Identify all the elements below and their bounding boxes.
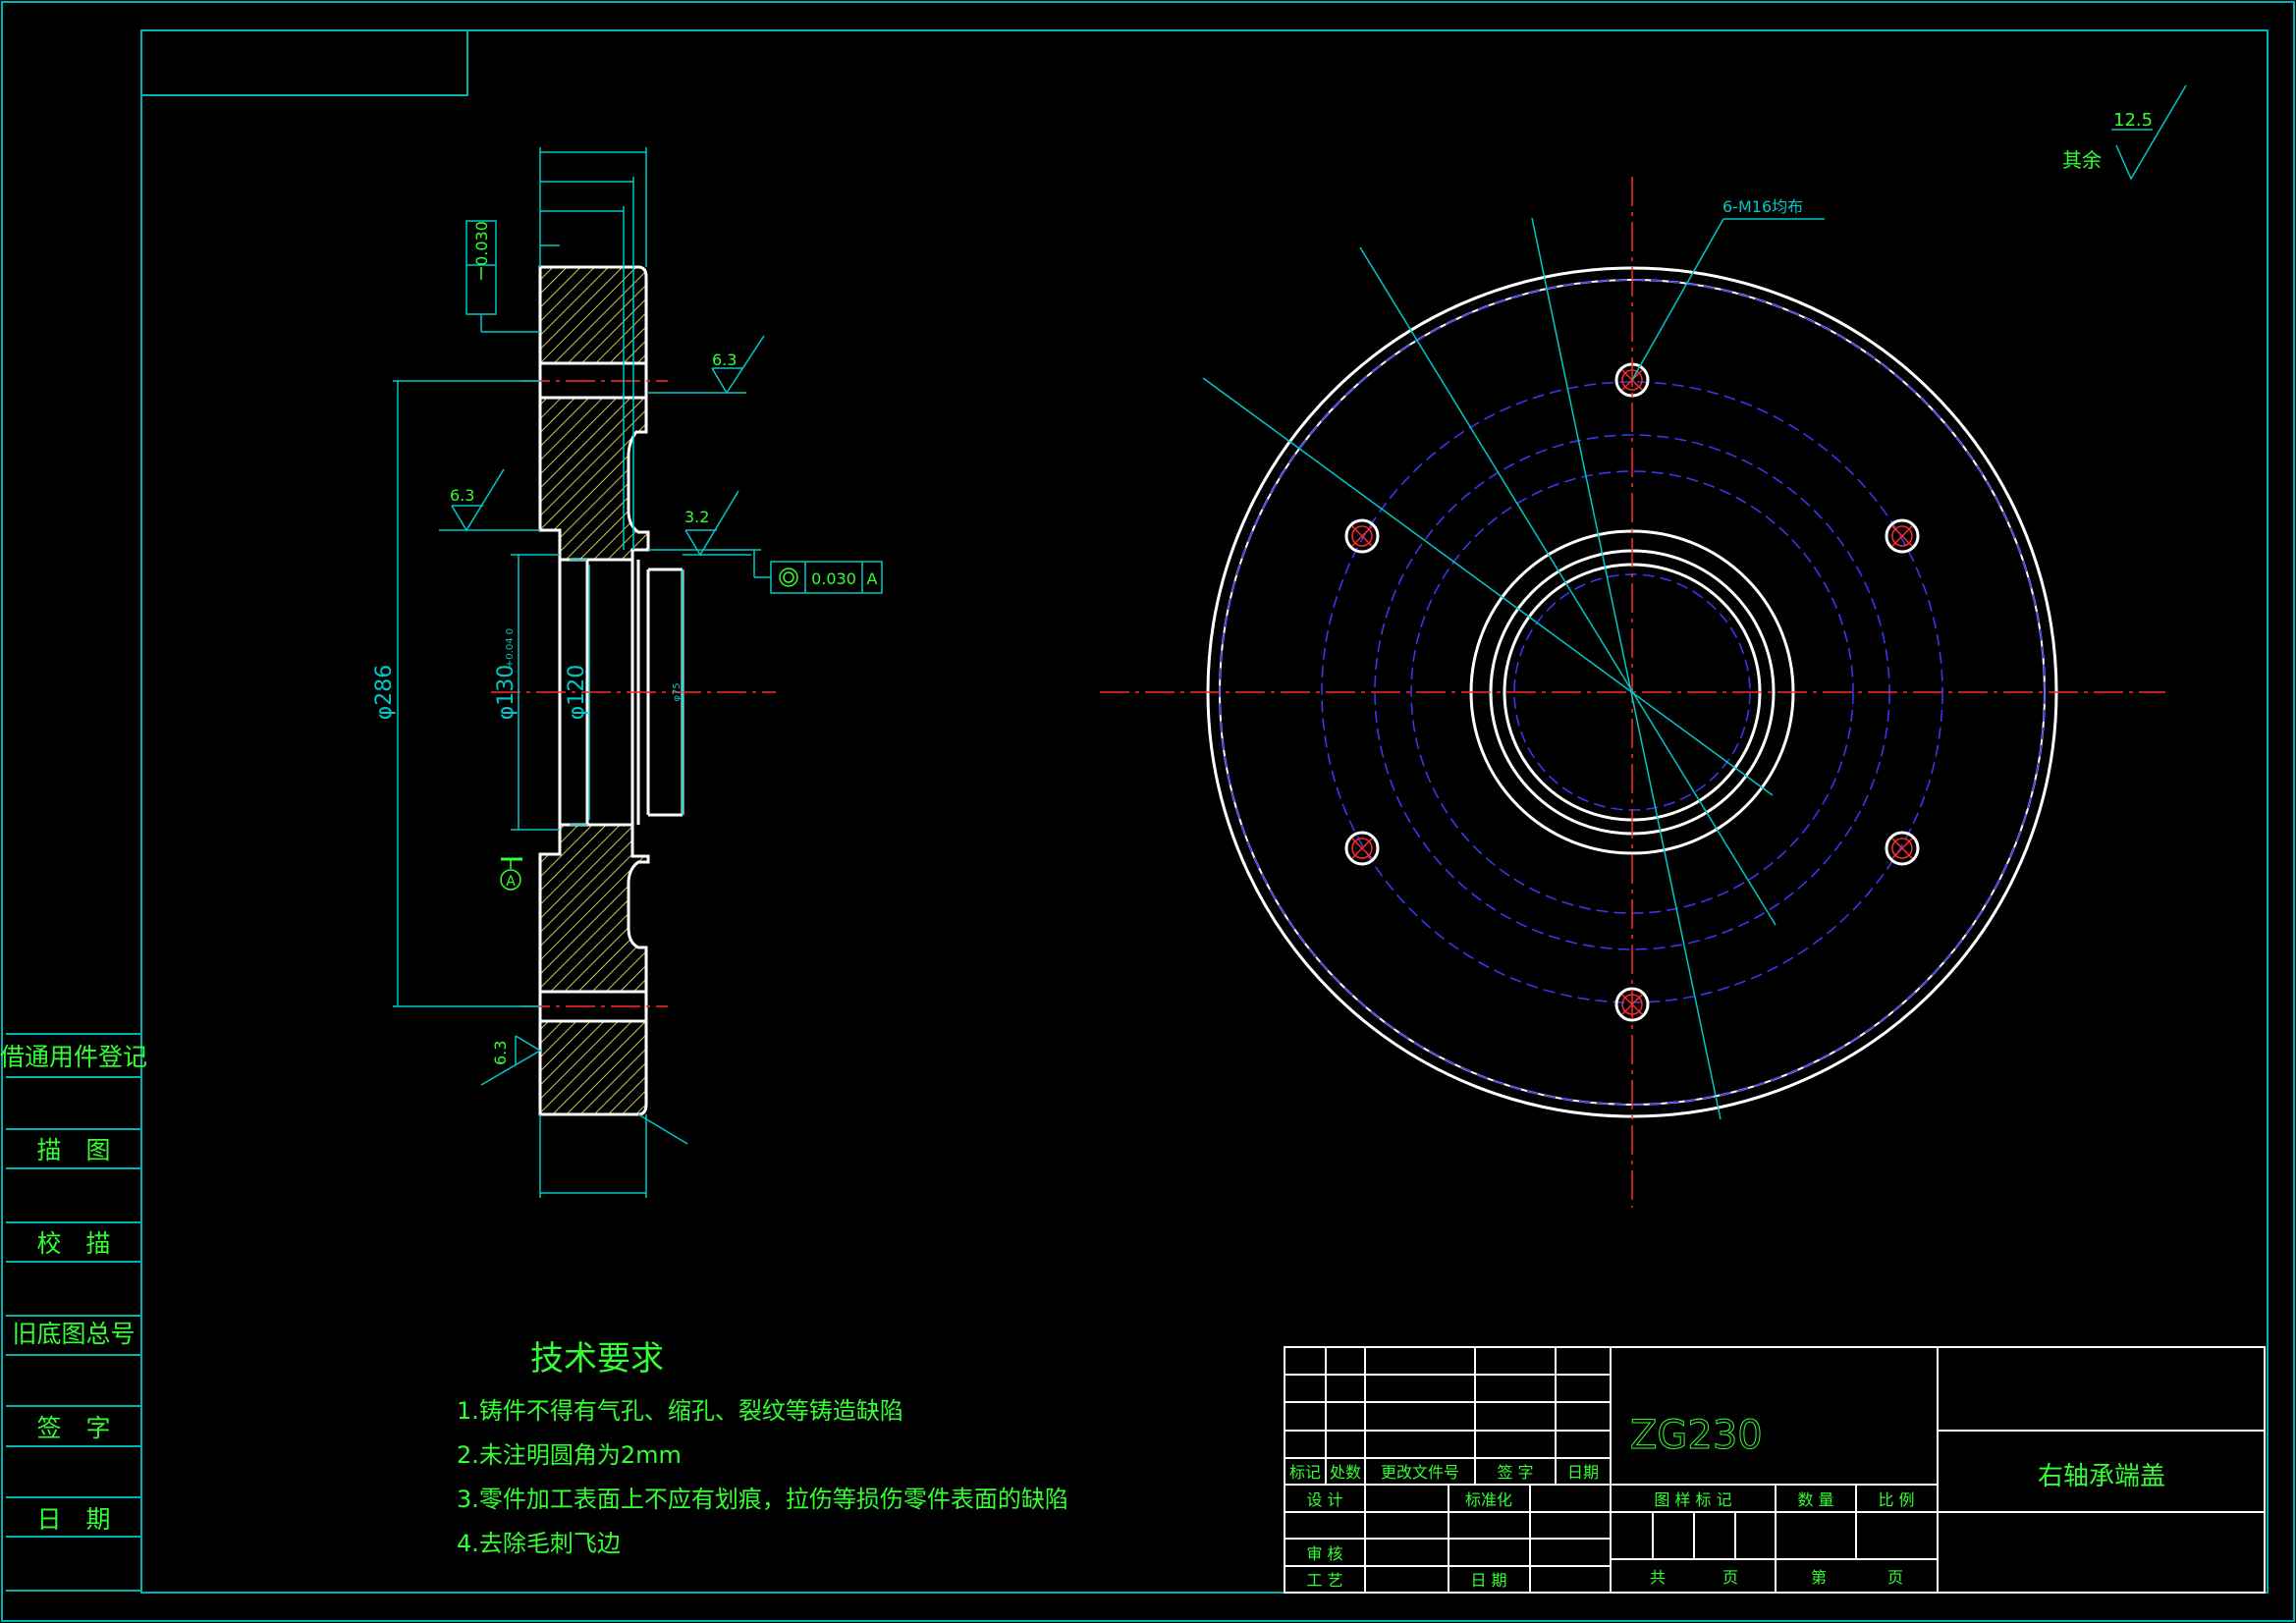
tech-requirements: 技术要求 1.铸件不得有气孔、缩孔、裂纹等铸造缺陷 2.未注明圆角为2mm 3.… bbox=[457, 1339, 1068, 1557]
hole-callout: 6-M16均布 bbox=[1722, 197, 1803, 216]
section-dim-text: φ286 φ130 +0.04 0 φ120 φ75 bbox=[372, 628, 683, 720]
rev-header-sign: 签 字 bbox=[1497, 1463, 1533, 1482]
concentricity-value: 0.030 bbox=[811, 569, 856, 588]
bolt-hole-marks bbox=[1351, 369, 1913, 1015]
roughness-other-value: 12.5 bbox=[2113, 110, 2153, 131]
rev-header-doc: 更改文件号 bbox=[1381, 1463, 1459, 1482]
side-label-borrow: 借通用件登记 bbox=[0, 1043, 147, 1071]
title-block bbox=[1284, 1346, 2266, 1594]
concentricity-frame: 0.030 A bbox=[648, 549, 883, 594]
side-label-check: 校 描 bbox=[36, 1229, 110, 1258]
dim-bore-130: φ130 bbox=[494, 665, 519, 721]
total-label: 共 bbox=[1650, 1568, 1666, 1587]
concentricity-datum: A bbox=[867, 569, 878, 588]
flatness-value: 0.030 bbox=[472, 221, 491, 266]
tech-req-item-3: 3.零件加工表面上不应有划痕，拉伤等损伤零件表面的缺陷 bbox=[457, 1486, 1068, 1513]
sheet-unit-label-2: 页 bbox=[1887, 1568, 1903, 1587]
side-label-date: 日 期 bbox=[36, 1505, 110, 1534]
front-view: 6-M16均布 12.5 其余 bbox=[1100, 84, 2187, 1208]
section-hatch bbox=[540, 267, 648, 1114]
section-centerlines bbox=[491, 380, 776, 1007]
roughness-32: 3.2 bbox=[684, 508, 709, 526]
roughness-63-b: 6.3 bbox=[450, 486, 474, 505]
tech-req-title: 技术要求 bbox=[530, 1339, 664, 1379]
roughness-other-label: 其余 bbox=[2062, 148, 2102, 172]
datum-symbol: A bbox=[500, 857, 522, 891]
side-label-old-number: 旧底图总号 bbox=[12, 1320, 135, 1348]
section-dimensions bbox=[393, 147, 688, 1198]
dim-small: φ75 bbox=[672, 682, 683, 701]
rev-header-mark: 标记 bbox=[1289, 1463, 1321, 1482]
roughness-63-a: 6.3 bbox=[712, 351, 737, 369]
roughness-labels: 6.3 6.3 3.2 6.3 bbox=[450, 351, 737, 1065]
side-label-signature: 签 字 bbox=[36, 1414, 110, 1442]
dim-bore-130-tol: +0.04 0 bbox=[505, 628, 516, 668]
flatness-frame: 0.030 bbox=[465, 220, 540, 333]
datum-label: A bbox=[506, 874, 516, 890]
front-leaders bbox=[1202, 217, 1825, 1120]
roughness-symbols bbox=[439, 335, 765, 1086]
side-panel bbox=[6, 1033, 141, 1592]
tech-req-item-2: 2.未注明圆角为2mm bbox=[457, 1441, 682, 1469]
drawing-mark-label: 图 样 标 记 bbox=[1654, 1490, 1731, 1509]
sheet-no-label: 第 bbox=[1811, 1568, 1827, 1587]
roughness-63-c: 6.3 bbox=[491, 1041, 510, 1065]
date-label: 日 期 bbox=[1470, 1571, 1506, 1590]
rev-header-date: 日期 bbox=[1567, 1463, 1599, 1482]
title-block-text: ZG230 右轴承端盖 标记 处数 更改文件号 签 字 日期 设 计 标准化 审… bbox=[1289, 1413, 2165, 1591]
part-name: 右轴承端盖 bbox=[2038, 1462, 2165, 1491]
dim-flange-dia: φ286 bbox=[372, 665, 397, 721]
tech-req-item-1: 1.铸件不得有气孔、缩孔、裂纹等铸造缺陷 bbox=[457, 1397, 903, 1425]
side-label-trace: 描 图 bbox=[36, 1136, 110, 1164]
section-view: φ286 φ130 +0.04 0 φ120 φ75 0.030 0.030 A bbox=[372, 147, 883, 1198]
design-label: 设 计 bbox=[1306, 1490, 1342, 1509]
roughness-other bbox=[2111, 84, 2187, 181]
rev-header-count: 处数 bbox=[1330, 1463, 1361, 1482]
standardize-label: 标准化 bbox=[1465, 1490, 1512, 1509]
review-label: 审 核 bbox=[1306, 1544, 1342, 1563]
process-label: 工 艺 bbox=[1306, 1571, 1342, 1590]
material: ZG230 bbox=[1630, 1413, 1763, 1458]
dim-bore-120: φ120 bbox=[565, 665, 589, 721]
scale-label: 比 例 bbox=[1878, 1490, 1914, 1509]
tech-req-item-4: 4.去除毛刺飞边 bbox=[457, 1530, 621, 1557]
quantity-label: 数 量 bbox=[1797, 1490, 1833, 1509]
sheet-unit-label: 页 bbox=[1722, 1568, 1738, 1587]
